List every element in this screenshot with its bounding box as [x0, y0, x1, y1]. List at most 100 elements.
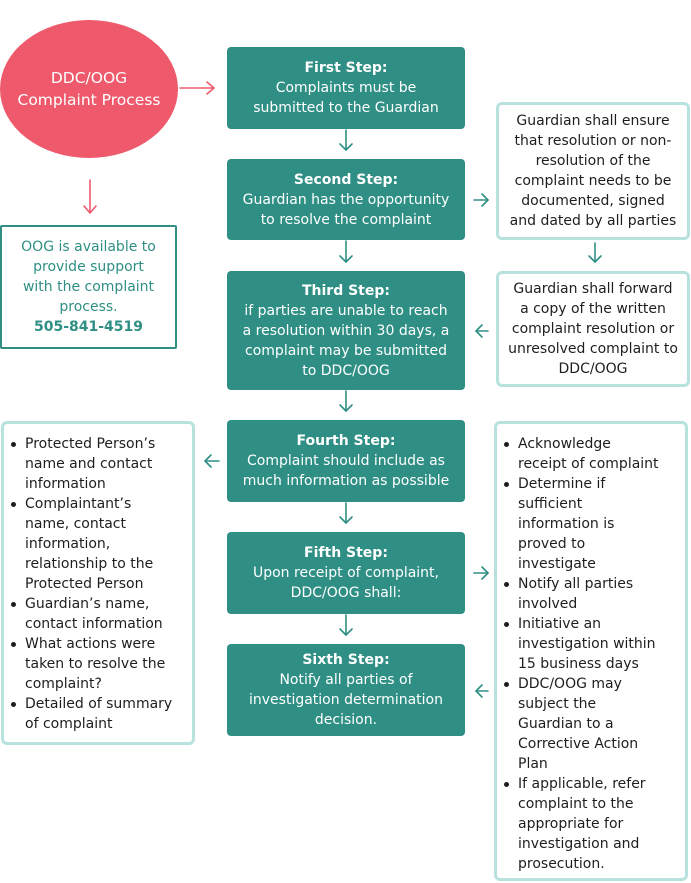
- list-item-line: Protected Person: [25, 576, 144, 592]
- support-text-line: OOG is available to: [21, 239, 156, 255]
- step-text-line: Guardian has the opportunity: [242, 191, 450, 208]
- step-text-line: complaint may be submitted: [245, 342, 447, 359]
- step-title: Sixth Step:: [302, 652, 390, 668]
- step-text-line: DDC/OOG shall:: [290, 585, 402, 601]
- support-text-line: process.: [59, 299, 118, 315]
- list-item-line: taken to resolve the: [25, 656, 166, 672]
- note-text-line: Guardian shall forward: [513, 281, 673, 297]
- list-item-line: prosecution.: [518, 856, 605, 872]
- support-text-line: with the complaint: [22, 279, 155, 295]
- list-item-line: subject the: [518, 696, 597, 712]
- support-box: OOG is available to provide support with…: [0, 225, 177, 349]
- list-item-line: Initiative an: [518, 616, 602, 632]
- arrow-step2-to-step3: [339, 240, 353, 263]
- step-fifth: Fifth Step: Upon receipt of complaint, D…: [227, 532, 465, 614]
- step-text-line: investigation determination: [249, 692, 443, 708]
- list-item-line: Protected Person’s: [25, 436, 156, 452]
- list-item-line: Guardian’s name,: [25, 596, 150, 612]
- step-first: First Step: Complaints must be submitted…: [227, 47, 465, 129]
- step-text-line: much information as possible: [242, 473, 450, 489]
- list-item-line: What actions were: [25, 636, 156, 652]
- complaint-info-list: Protected Person’s name and contact info…: [1, 421, 195, 745]
- list-item-line: Acknowledge: [518, 436, 611, 452]
- note-text-line: DDC/OOG: [558, 361, 628, 377]
- support-phone: 505-841-4519: [33, 319, 144, 335]
- step-title: Third Step:: [301, 282, 390, 299]
- note-text-line: that resolution or non-: [514, 133, 672, 149]
- step-text-line: to resolve the complaint: [260, 211, 432, 228]
- list-item: Acknowledge receipt of complaint: [497, 434, 681, 474]
- step-text-line: Upon receipt of complaint,: [252, 565, 439, 581]
- list-item-line: name and contact: [25, 456, 153, 472]
- list-item: If applicable, refer complaint to the ap…: [497, 774, 681, 874]
- step-text-line: if parties are unable to reach: [244, 302, 448, 319]
- step-text-line: to DDC/OOG: [302, 362, 390, 379]
- list-item-line: complaint?: [25, 676, 102, 692]
- arrow-step4-to-step5: [339, 502, 353, 524]
- list-item: Initiative an investigation within 15 bu…: [497, 614, 681, 674]
- list-item-line: Guardian to a: [518, 716, 614, 732]
- step-title: Second Step:: [293, 171, 399, 188]
- step-title: Fifth Step:: [304, 545, 388, 561]
- step-title: Fourth Step:: [296, 433, 396, 449]
- step-text-line: Notify all parties of: [279, 672, 413, 688]
- arrow-step3-to-step4: [339, 390, 353, 412]
- note-text-line: and dated by all parties: [509, 213, 677, 229]
- step-text-line: Complaint should include as: [247, 453, 445, 469]
- list-item-line: Complaintant’s: [25, 496, 132, 512]
- arrow-step5-to-step6: [339, 614, 353, 636]
- list-item-line: receipt of complaint: [518, 456, 659, 472]
- list-item-line: relationship to the: [25, 556, 154, 572]
- list-item-line: 15 business days: [518, 656, 639, 672]
- note-text-line: a copy of the written: [520, 301, 666, 317]
- arrow-step4-to-info-list: [204, 454, 220, 468]
- list-item-line: investigate: [518, 556, 596, 572]
- list-item: Detailed of summary of complaint: [4, 694, 188, 734]
- list-item-line: Plan: [518, 756, 548, 772]
- list-item: DDC/OOG may subject the Guardian to a Co…: [497, 674, 681, 774]
- list-item: Notify all parties involved: [497, 574, 681, 614]
- list-item-line: Corrective Action: [518, 736, 639, 752]
- list-item-line: proved to: [518, 536, 586, 552]
- list-item-line: appropriate for: [518, 816, 624, 832]
- list-item: Guardian’s name, contact information: [4, 594, 188, 634]
- support-text-line: provide support: [33, 259, 144, 275]
- note-text-line: unresolved complaint to: [508, 341, 678, 357]
- step-second: Second Step: Guardian has the opportunit…: [227, 159, 465, 240]
- list-item: What actions were taken to resolve the c…: [4, 634, 188, 694]
- arrow-forward-note-to-step3: [475, 324, 489, 338]
- list-item-line: information: [25, 476, 106, 492]
- list-item-line: DDC/OOG may: [518, 676, 622, 692]
- list-item-line: Detailed of summary: [25, 696, 173, 712]
- list-item: Complaintant’s name, contact information…: [4, 494, 188, 594]
- step-text-line: decision.: [314, 712, 378, 728]
- list-item-line: investigation within: [518, 636, 656, 652]
- arrow-resolution-to-forward-note: [588, 242, 602, 263]
- list-item-line: information is: [518, 516, 615, 532]
- process-title-line: DDC/OOG: [50, 69, 128, 87]
- note-text-line: Guardian shall ensure: [516, 113, 670, 129]
- arrow-step2-to-resolution-note: [473, 193, 489, 207]
- arrow-step1-to-step2: [339, 129, 353, 151]
- forward-note: Guardian shall forward a copy of the wri…: [496, 271, 690, 387]
- list-item-line: contact information: [25, 616, 163, 632]
- list-item-line: Determine if: [518, 476, 606, 492]
- arrow-actions-list-to-step6: [475, 684, 489, 698]
- note-text-line: documented, signed: [521, 193, 665, 209]
- step-third: Third Step: if parties are unable to rea…: [227, 271, 465, 390]
- note-text-line: complaint needs to be: [514, 173, 672, 189]
- process-title-circle: DDC/OOG Complaint Process: [0, 20, 178, 158]
- list-item-line: investigation and: [518, 836, 640, 852]
- note-text-line: complaint resolution or: [511, 321, 675, 337]
- step-fourth: Fourth Step: Complaint should include as…: [227, 420, 465, 502]
- list-item-line: complaint to the: [518, 796, 634, 812]
- step-title: First Step:: [304, 60, 388, 76]
- list-item-line: Notify all parties: [518, 576, 634, 592]
- list-item: Protected Person’s name and contact info…: [4, 434, 188, 494]
- list-item-line: name, contact: [25, 516, 126, 532]
- step-text-line: a resolution within 30 days, a: [242, 322, 450, 339]
- list-item-line: information,: [25, 536, 111, 552]
- list-item-line: sufficient: [518, 496, 583, 512]
- actions-list: Acknowledge receipt of complaint Determi…: [494, 421, 688, 881]
